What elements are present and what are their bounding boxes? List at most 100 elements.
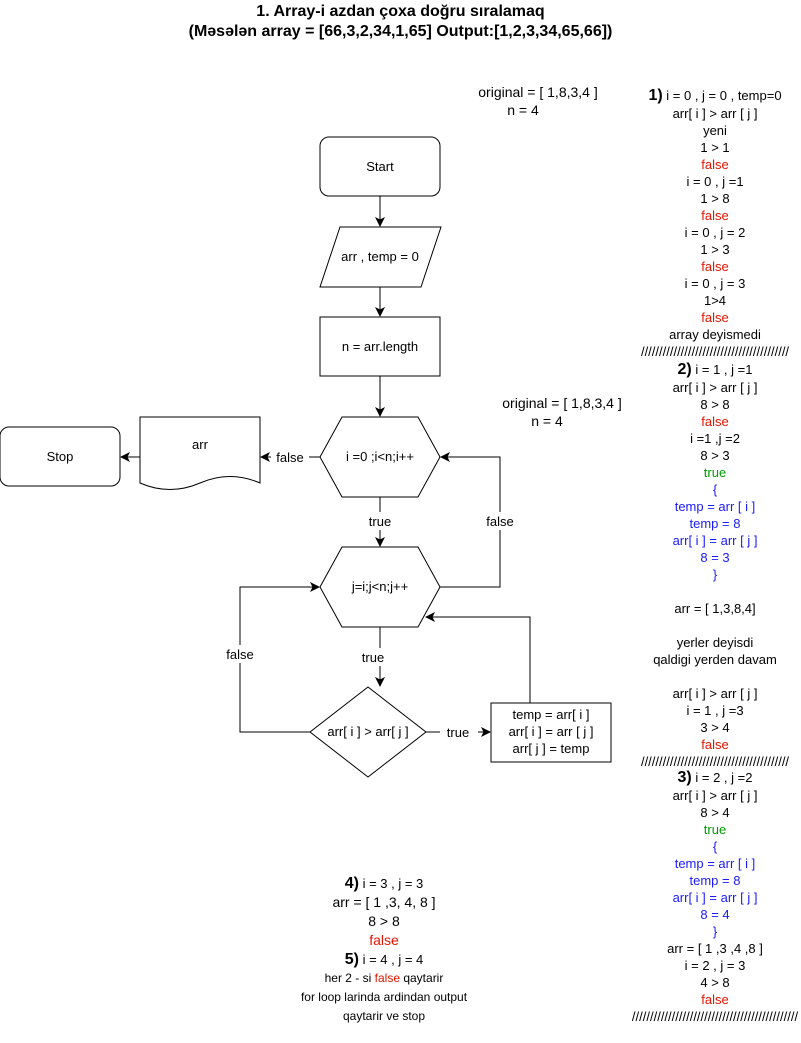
trace-line: false	[615, 991, 801, 1008]
outer-loop-label: i =0 ;i<n;i++	[346, 449, 414, 464]
trace-line: 8 > 3	[615, 447, 801, 464]
trace-line	[615, 617, 801, 634]
trace-line: false	[284, 931, 484, 950]
trace-line: arr = [ 1,3,8,4]	[615, 600, 801, 617]
trace-text: qaytarir ve stop	[342, 1009, 426, 1023]
original-n-1: n = 4	[507, 102, 539, 118]
trace-line: false	[615, 736, 801, 753]
trace-text: }	[712, 924, 718, 939]
trace-line: 8 > 8	[284, 912, 484, 931]
condition-label: arr[ i ] > arr[ j ]	[327, 724, 408, 739]
trace-text-rest: qaytarir	[400, 971, 444, 985]
trace-line: temp = arr [ i ]	[615, 498, 801, 515]
trace-text: temp = 8	[689, 873, 741, 888]
trace-line: ////////////////////////////////////////…	[615, 1008, 801, 1025]
trace-line: array deyismedi	[615, 326, 801, 343]
trace-text: 8 > 3	[700, 448, 730, 463]
trace-line: her 2 - si false qaytarir	[284, 969, 484, 988]
trace-text: }	[712, 567, 718, 582]
trace-line: 8 = 4	[615, 906, 801, 923]
trace-text: false	[369, 932, 399, 948]
input-label: arr , temp = 0	[341, 249, 419, 264]
trace-text: false	[701, 310, 729, 325]
trace-line: arr[ i ] = arr [ j ]	[615, 889, 801, 906]
trace-text: 1 > 3	[700, 242, 730, 257]
trace-text: her 2 - si	[324, 971, 375, 985]
trace-text: ////////////////////////////////////////…	[631, 1009, 799, 1024]
trace-line: qaldigi yerden davam	[615, 651, 801, 668]
trace-line: arr[ i ] > arr [ j ]	[615, 379, 801, 396]
arrow-swap-back-inner	[425, 612, 531, 703]
trace-line: 3) i = 2 , j =2	[615, 768, 801, 787]
trace-text: 8 > 8	[368, 913, 400, 929]
trace-line: false	[615, 207, 801, 224]
trace-line: true	[615, 464, 801, 481]
trace-text: i = 2 , j = 3	[684, 958, 746, 973]
assign-process	[319, 316, 441, 377]
trace-line: arr[ i ] > arr [ j ]	[615, 685, 801, 702]
trace-line: 1) i = 0 , j = 0 , temp=0	[615, 86, 801, 105]
trace-text: arr = [ 1 ,3, 4, 8 ]	[332, 894, 436, 910]
output-document	[139, 416, 261, 490]
trace-line: i = 0 , j = 3	[615, 275, 801, 292]
edge-label-inner-true: true	[362, 650, 384, 665]
trace-line: for loop larinda ardindan output	[284, 988, 484, 1007]
trace-text-rest: i = 3 , j = 3	[358, 876, 424, 891]
title-line-1: 1. Array-i azdan çoxa doğru sıralamaq	[256, 3, 545, 20]
trace-line: false	[615, 309, 801, 326]
stop-label: Stop	[47, 449, 74, 464]
title-line-2: (Məsələn array = [66,3,2,34,1,65] Output…	[188, 23, 613, 40]
start-label: Start	[366, 159, 394, 174]
page-title: 1. Array-i azdan çoxa doğru sıralamaq (M…	[0, 2, 801, 42]
trace-text-highlight: false	[374, 971, 400, 985]
trace-line: i = 1 , j =3	[615, 702, 801, 719]
trace-line: i = 0 , j = 2	[615, 224, 801, 241]
trace-text: 1>4	[703, 293, 727, 308]
trace-text: temp = 8	[689, 516, 741, 531]
trace-line: 1>4	[615, 292, 801, 309]
flow-text: Start arr , temp = 0 n = arr.length i =0…	[47, 159, 594, 756]
trace-text: arr[ i ] = arr [ j ]	[672, 533, 758, 548]
trace-text: i = 0 , j =1	[686, 174, 744, 189]
trace-line: 8 > 4	[615, 804, 801, 821]
trace-line: yeni	[615, 122, 801, 139]
trace-text: 8 > 8	[700, 397, 730, 412]
trace-text: temp = arr [ i ]	[674, 856, 756, 871]
trace-line: arr[ i ] = arr [ j ]	[615, 532, 801, 549]
edge-label-outer-false: false	[276, 450, 303, 465]
trace-text: 4)	[344, 875, 359, 892]
original-array-2: original = [ 1,8,3,4 ]	[502, 395, 622, 411]
trace-line: 1 > 1	[615, 139, 801, 156]
trace-line: 4) i = 3 , j = 3	[284, 874, 484, 893]
swap-process	[490, 702, 612, 763]
trace-text: arr[ i ] > arr [ j ]	[672, 788, 758, 803]
trace-line: true	[615, 821, 801, 838]
trace-text: i = 0 , j = 2	[684, 225, 746, 240]
trace-text: arr[ i ] > arr [ j ]	[672, 686, 758, 701]
trace-line: 8 = 3	[615, 549, 801, 566]
trace-text: 1)	[648, 87, 663, 104]
trace-text: arr = [ 1 ,3 ,4 ,8 ]	[667, 941, 763, 956]
assign-label: n = arr.length	[342, 339, 418, 354]
trace-line: arr[ i ] > arr [ j ]	[615, 787, 801, 804]
edge-labels: true false false true true false	[221, 448, 519, 741]
trace-text: yeni	[703, 123, 727, 138]
trace-line: yerler deyisdi	[615, 634, 801, 651]
trace-line: }	[615, 923, 801, 940]
trace-text: yerler deyisdi	[676, 635, 754, 650]
trace-text: 5)	[344, 951, 359, 968]
trace-line: 5) i = 4 , j = 4	[284, 950, 484, 969]
original-n-2: n = 4	[531, 413, 563, 429]
trace-text: true	[703, 822, 727, 837]
trace-line: temp = 8	[615, 872, 801, 889]
trace-text: ////////////////////////////////////////…	[640, 344, 790, 359]
trace-line: arr = [ 1 ,3, 4, 8 ]	[284, 893, 484, 912]
trace-line	[615, 583, 801, 600]
trace-line: {	[615, 481, 801, 498]
trace-text: 8 = 3	[700, 550, 730, 565]
trace-line: 1 > 8	[615, 190, 801, 207]
trace-line: temp = arr [ i ]	[615, 855, 801, 872]
